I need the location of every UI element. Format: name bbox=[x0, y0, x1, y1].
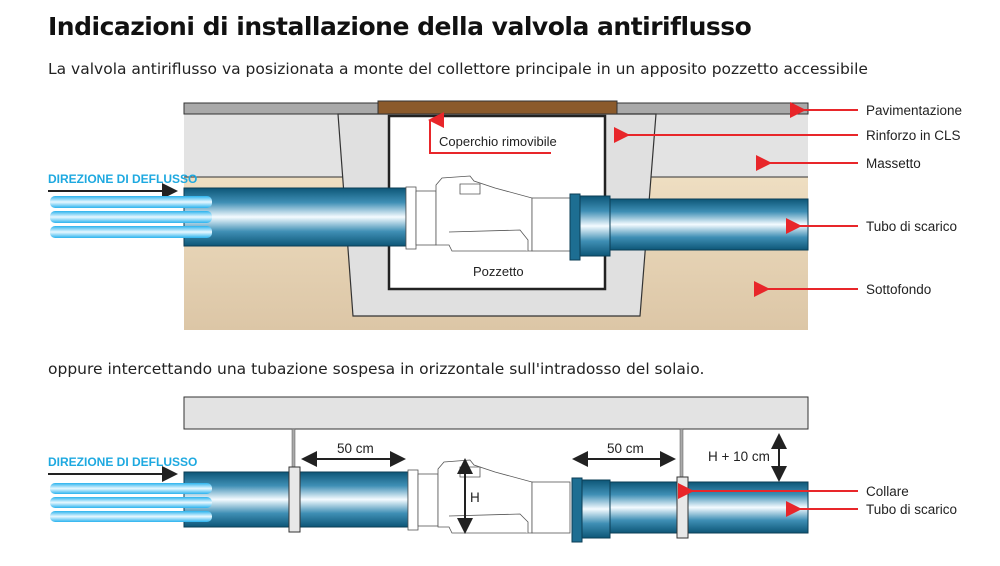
pipe-socket bbox=[579, 195, 611, 257]
hanger-rod bbox=[291, 428, 296, 470]
pipe-collar bbox=[676, 476, 689, 539]
legend-arrows-2 bbox=[678, 483, 858, 517]
flow-indicator-2: DIREZIONE DI DEFLUSSO bbox=[48, 455, 212, 522]
inlet-pipe bbox=[183, 187, 407, 247]
pipe-socket-ring bbox=[571, 477, 583, 543]
well-label: Pozzetto bbox=[473, 264, 524, 279]
flow-indicator-1: DIREZIONE DI DEFLUSSO bbox=[48, 172, 212, 238]
flow-label: DIREZIONE DI DEFLUSSO bbox=[48, 455, 197, 469]
hanger-rod bbox=[679, 428, 684, 480]
outlet-pipe bbox=[609, 481, 809, 534]
dim-clearance-label: H + 10 cm bbox=[708, 449, 770, 464]
label-collar: Collare bbox=[866, 484, 909, 499]
dim-left-label: 50 cm bbox=[337, 441, 374, 456]
check-valve bbox=[407, 459, 571, 534]
pipe-socket-ring bbox=[569, 193, 581, 261]
legend-arrows-1 bbox=[614, 102, 858, 297]
well-diagram: Coperchio rimovibile Pozzetto bbox=[183, 100, 809, 330]
label-pipe: Tubo di scarico bbox=[866, 219, 957, 234]
ceiling-slab bbox=[183, 396, 809, 430]
subtitle-well: La valvola antiriflusso va posizionata a… bbox=[48, 60, 868, 78]
outlet-pipe bbox=[609, 198, 809, 251]
label-subgrade: Sottofondo bbox=[866, 282, 931, 297]
label-paving: Pavimentazione bbox=[866, 103, 962, 118]
pipe-collar bbox=[288, 466, 301, 533]
water-waves bbox=[50, 196, 212, 238]
removable-lid bbox=[377, 100, 618, 115]
label-pipe-2: Tubo di scarico bbox=[866, 502, 957, 517]
label-concrete: Rinforzo in CLS bbox=[866, 128, 961, 143]
label-screed: Massetto bbox=[866, 156, 921, 171]
water-waves bbox=[50, 483, 212, 522]
check-valve bbox=[405, 175, 571, 252]
suspended-diagram: 50 cm 50 cm H H + 10 cm bbox=[183, 396, 809, 543]
subtitle-suspended: oppure intercettando una tubazione sospe… bbox=[48, 360, 705, 378]
lid-label: Coperchio rimovibile bbox=[439, 134, 557, 149]
flow-label: DIREZIONE DI DEFLUSSO bbox=[48, 172, 197, 186]
pipe-socket bbox=[581, 479, 611, 539]
page-title: Indicazioni di installazione della valvo… bbox=[48, 12, 752, 41]
dim-right-label: 50 cm bbox=[607, 441, 644, 456]
dim-h-label: H bbox=[470, 490, 480, 505]
